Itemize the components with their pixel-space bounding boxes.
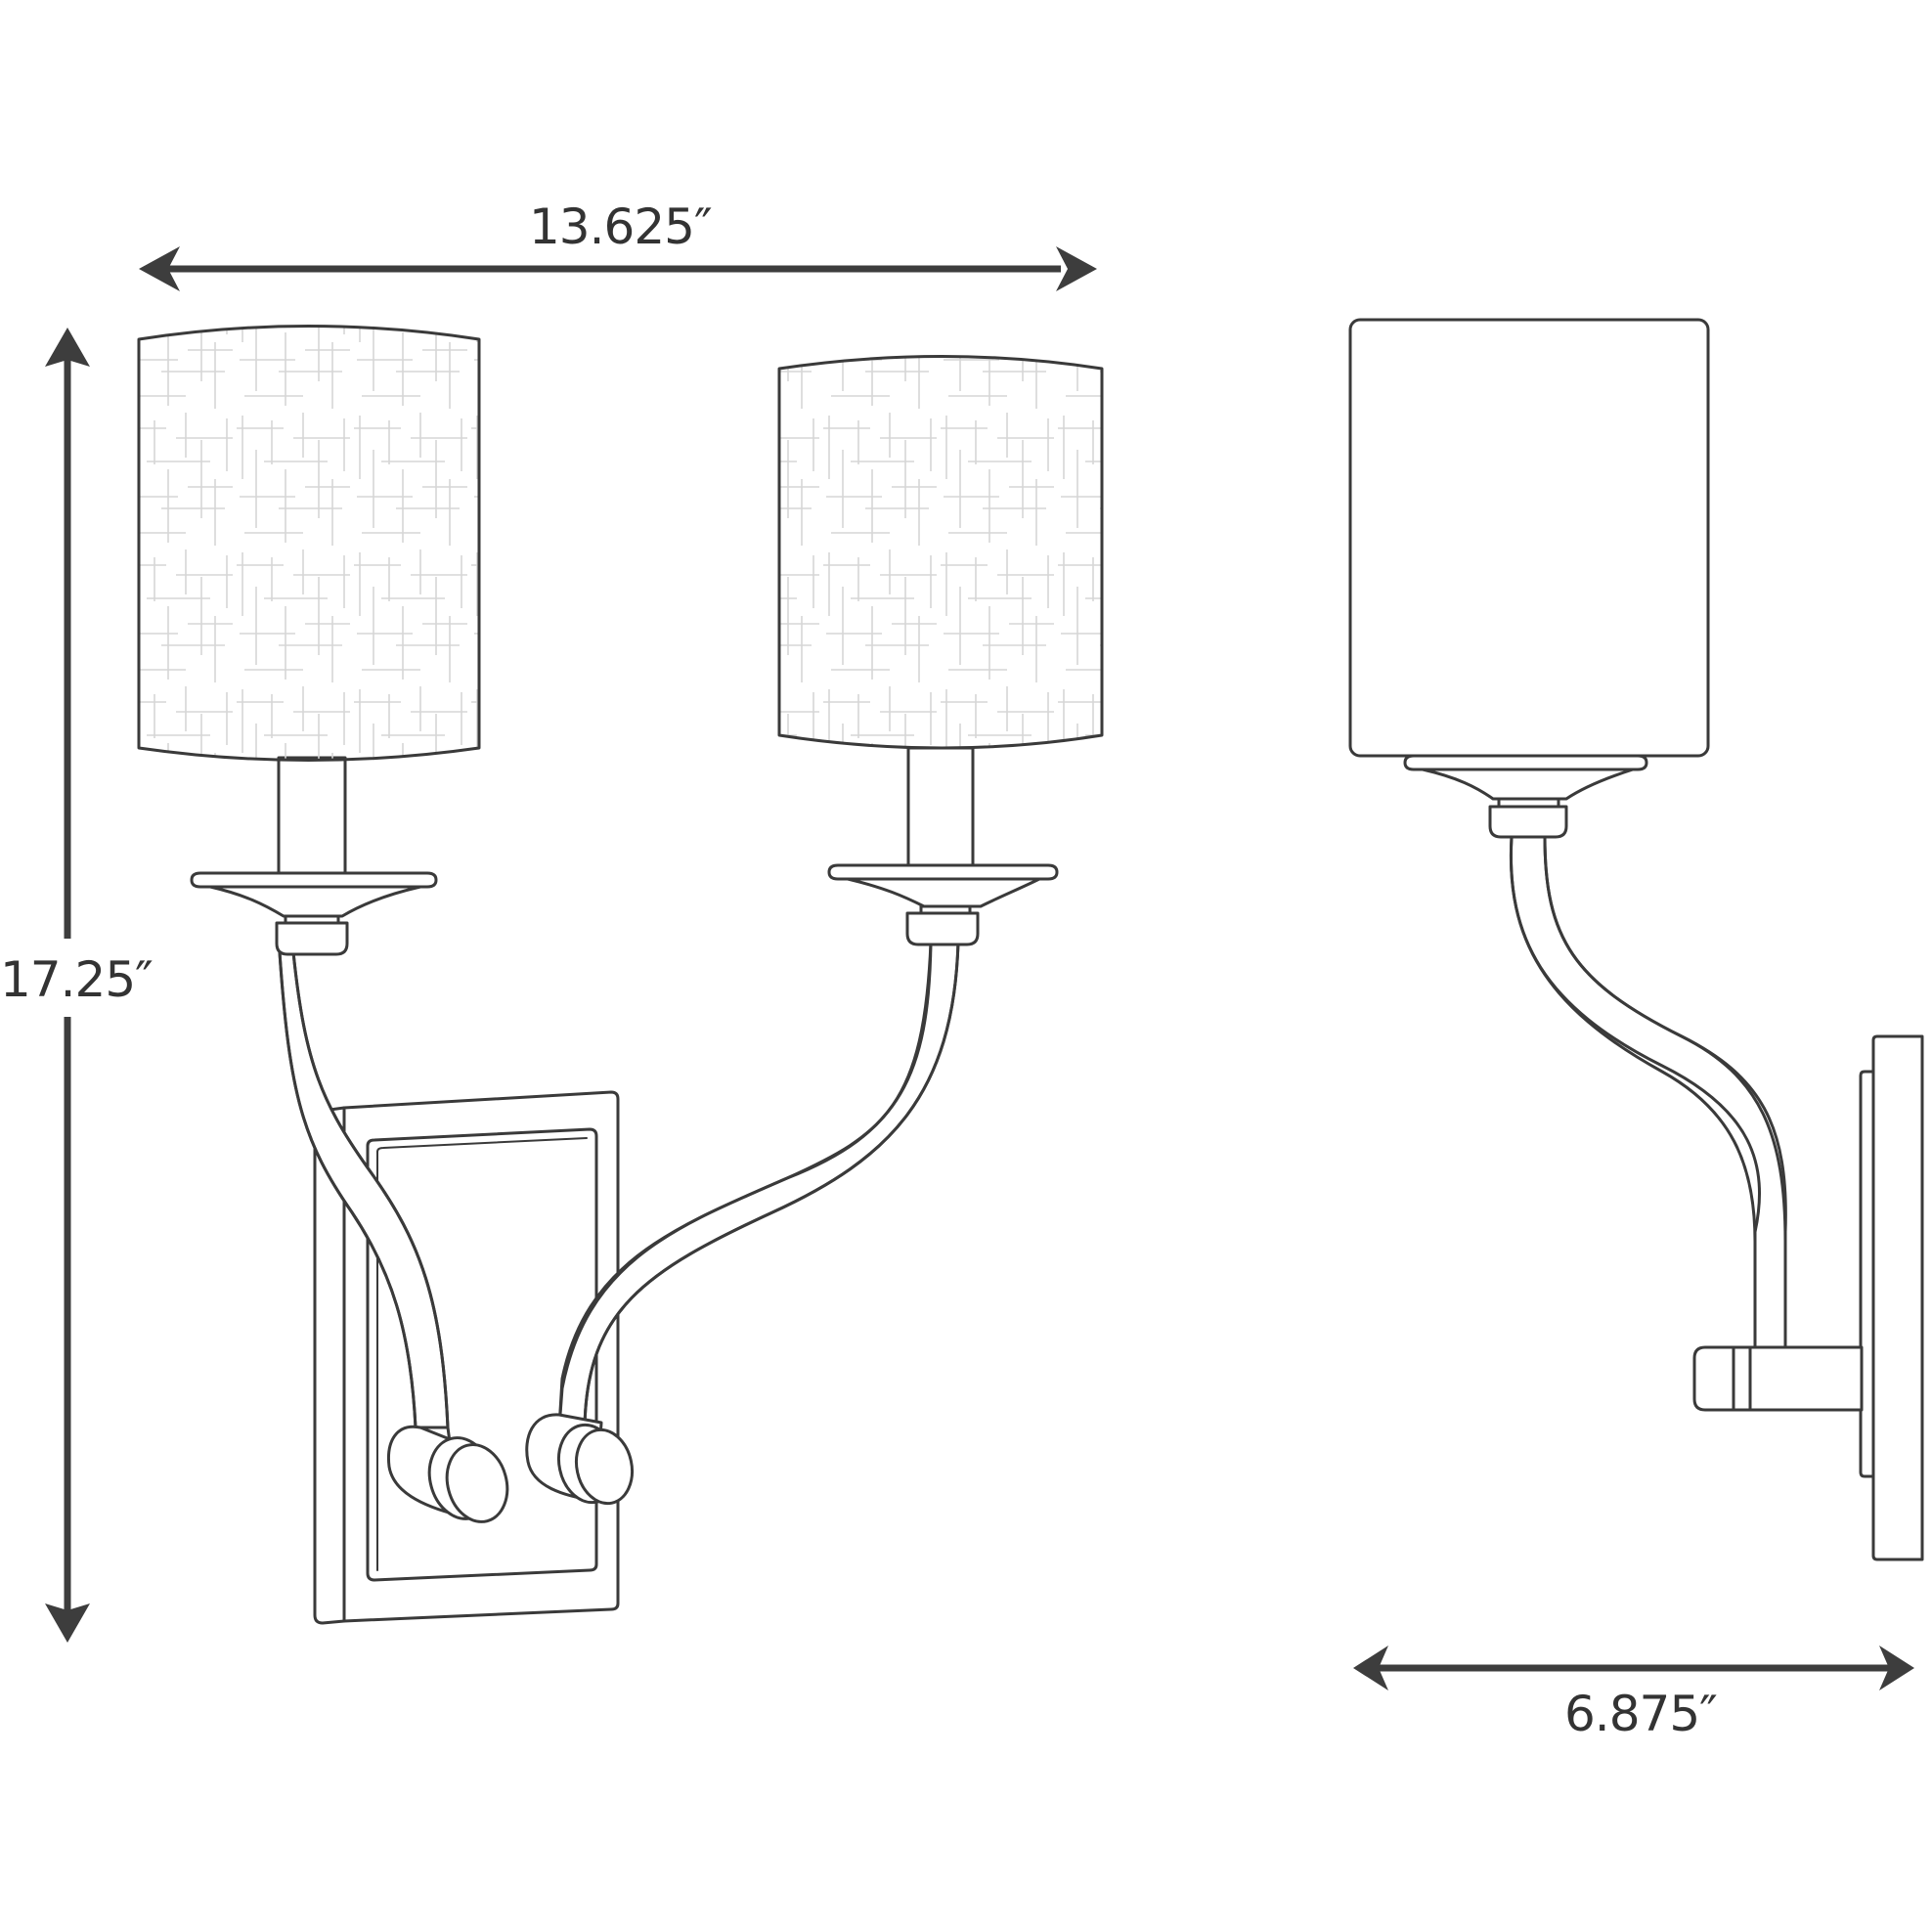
depth-dimension-arrow <box>1353 1646 1914 1690</box>
right-arm-knob <box>525 1413 635 1506</box>
depth-dimension-label: 6.875″ <box>1564 1686 1718 1742</box>
width-dimension-label: 13.625″ <box>529 198 713 255</box>
side-arm-knob <box>1692 1345 1864 1412</box>
side-arm <box>1509 835 1787 1351</box>
left-bobeche <box>190 756 438 956</box>
side-wall-plate <box>1859 1034 1924 1561</box>
right-bobeche <box>827 746 1059 946</box>
front-view <box>137 325 1104 1625</box>
width-dimension-arrow <box>139 246 1097 291</box>
right-lamp-shade <box>777 355 1104 750</box>
side-lamp-shade <box>1348 318 1710 758</box>
height-dimension-arrow <box>45 328 90 1643</box>
left-lamp-shade <box>137 325 481 762</box>
side-view <box>1348 318 1924 1561</box>
side-bobeche <box>1403 754 1648 839</box>
left-arm <box>278 950 454 1459</box>
left-arm-knob <box>386 1425 509 1523</box>
height-dimension-label: 17.25″ <box>0 951 154 1008</box>
